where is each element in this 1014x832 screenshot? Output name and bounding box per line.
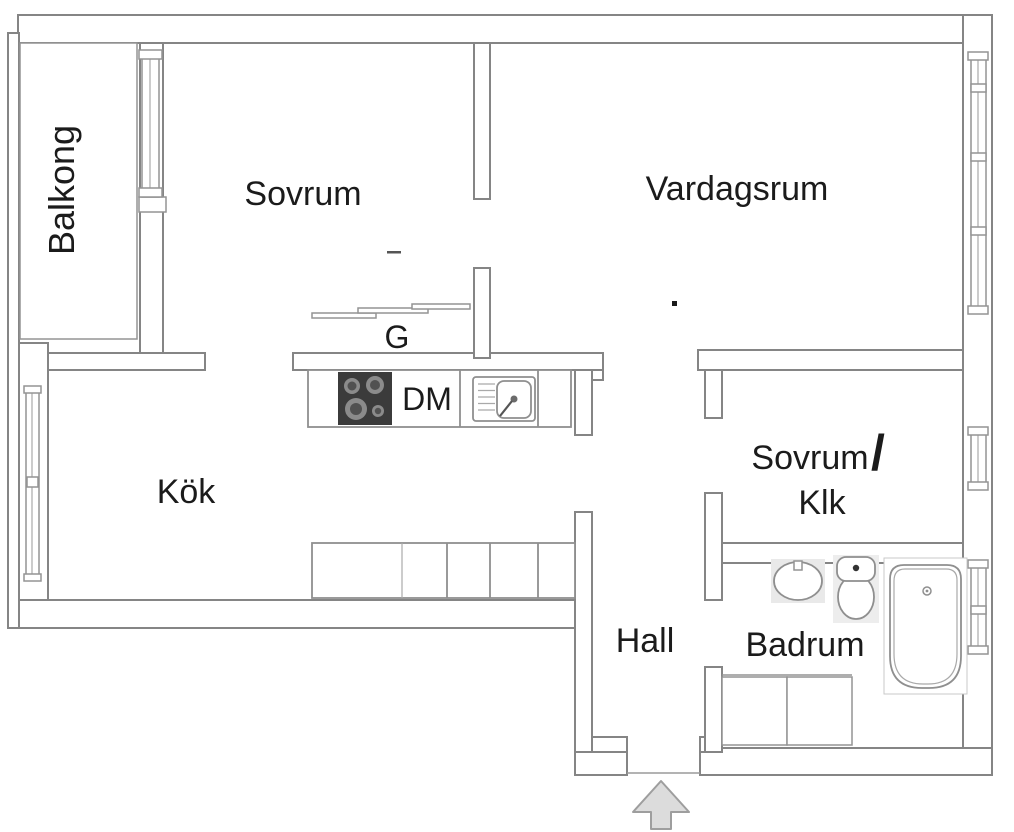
entrance-arrow-icon — [632, 780, 690, 830]
switch-dot — [672, 301, 677, 306]
small-dash — [387, 251, 401, 254]
sliding-door-rails-icon — [311, 303, 471, 319]
wall — [17, 14, 993, 44]
balcony-door-icon — [138, 49, 167, 213]
window-icon-sovrum-klk — [967, 426, 989, 491]
entrance-jamb — [591, 736, 628, 753]
wall — [574, 511, 593, 753]
wall — [591, 369, 604, 381]
balcony-outline — [19, 42, 138, 340]
room-label-sovrum-klk-line1: Sovrum — [751, 439, 868, 477]
wall — [47, 352, 206, 371]
room-label-sovrum-klk-line2: Klk — [798, 484, 846, 522]
room-labels: Balkong Sovrum Vardagsrum Kök G DM Sovru… — [41, 125, 885, 664]
kitchen-lower-counter — [311, 542, 576, 599]
window-icon-vardagsrum — [967, 51, 989, 315]
room-label-vardagsrum: Vardagsrum — [646, 170, 829, 208]
window-icon-badrum — [967, 559, 989, 655]
room-label-sovrum-klk-slash: / — [871, 425, 885, 481]
toilet-icon — [833, 555, 879, 623]
wall — [699, 747, 993, 776]
wall — [704, 666, 723, 753]
wall — [704, 492, 723, 601]
kitchen-sink-icon — [472, 376, 536, 422]
wall — [473, 42, 491, 200]
room-label-sovrum: Sovrum — [244, 175, 361, 213]
window-icon-kitchen — [23, 385, 42, 582]
wardrobe-icon — [721, 674, 853, 746]
room-label-kok: Kök — [157, 473, 217, 511]
wall — [7, 32, 20, 629]
wall — [704, 369, 723, 419]
washbasin-icon — [771, 559, 825, 603]
stove-icon — [338, 372, 392, 425]
room-label-hall: Hall — [616, 622, 675, 660]
wall — [574, 369, 593, 436]
dishwasher-label-dm: DM — [402, 381, 452, 417]
bathtub-icon — [883, 557, 968, 695]
room-label-badrum: Badrum — [745, 626, 864, 664]
wall — [697, 349, 964, 371]
closet-label-g: G — [385, 319, 410, 355]
room-label-balkong: Balkong — [41, 125, 82, 255]
wall — [292, 352, 604, 371]
wall — [7, 599, 593, 629]
wall — [473, 267, 491, 359]
kitchen-upper-counter — [307, 369, 572, 428]
